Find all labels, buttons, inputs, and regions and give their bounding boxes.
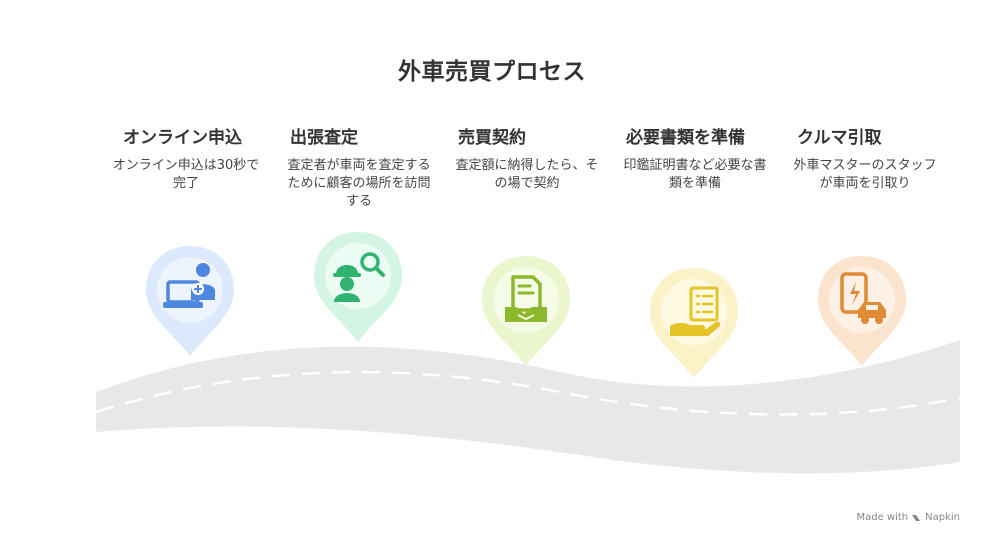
step-3-title: 売買契約 xyxy=(458,128,526,148)
step-1-description: オンライン申込は30秒で完了 xyxy=(112,158,260,191)
step-3-pin xyxy=(478,252,574,370)
step-2-title: 出張査定 xyxy=(290,128,358,148)
step-1-pin xyxy=(142,242,238,360)
napkin-logo-icon xyxy=(912,514,921,521)
contract-handshake-icon xyxy=(505,275,547,322)
step-5-pin xyxy=(814,252,910,370)
step-2-pin xyxy=(310,228,406,346)
step-5-title: クルマ引取 xyxy=(797,128,882,148)
credit-brand: Napkin xyxy=(925,512,960,523)
step-5-description: 外車マスターのスタッフが車両を引取り xyxy=(793,158,937,191)
step-4-pin xyxy=(646,264,742,382)
step-3-description: 査定額に納得したら、その場で契約 xyxy=(455,158,599,191)
step-1-title: オンライン申込 xyxy=(123,128,242,148)
road-center-line xyxy=(95,370,961,416)
page-title: 外車売買プロセス xyxy=(398,59,586,85)
document-hand-icon xyxy=(670,286,721,336)
step-2-description: 査定者が車両を査定するために顧客の場所を訪問する xyxy=(287,158,431,209)
step-4-description: 印鑑証明書など必要な書類を準備 xyxy=(623,158,767,191)
inspector-search-icon xyxy=(333,252,385,302)
laptop-user-icon xyxy=(163,263,215,308)
phone-car-icon xyxy=(840,272,886,324)
credit-made-with: Made with xyxy=(856,512,909,523)
step-4-title: 必要書類を準備 xyxy=(626,128,745,148)
napkin-credit: Made with Napkin xyxy=(856,512,960,523)
